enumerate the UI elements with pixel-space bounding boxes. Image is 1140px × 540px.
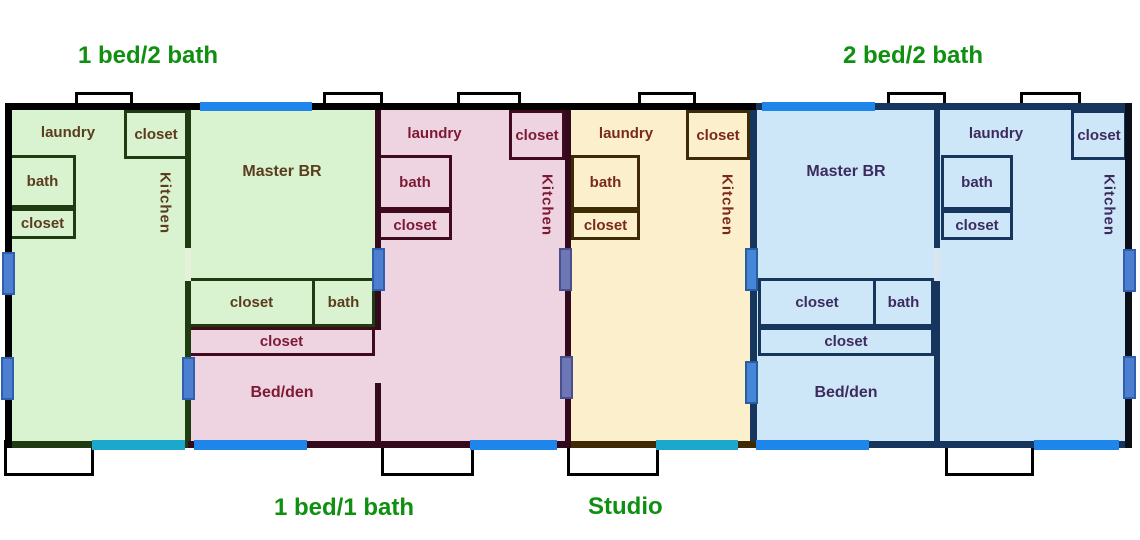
unit-studio-floor <box>571 110 756 441</box>
room-closet-mid-pink: closet <box>378 210 452 240</box>
green-kitchen-wall-upper <box>185 110 191 248</box>
top-wall <box>5 103 756 110</box>
unit-2bed2bath-floor <box>756 110 1132 441</box>
door-marker-studio-blue-lower <box>745 361 758 404</box>
room-closet-row-green: closet <box>229 294 274 311</box>
room-closet-strip-pink: closet <box>188 327 375 356</box>
room-label-kitchen-pink: Kitchen <box>538 173 556 236</box>
room-label-master-br-green: Master BR <box>242 163 322 180</box>
green-wall-opening <box>185 248 191 281</box>
door-marker-green-pink-wall <box>372 248 385 291</box>
door-marker-right-wall-upper <box>1123 249 1136 292</box>
window-marker-bottom-green <box>92 440 185 450</box>
pink-left-wall-mid <box>375 288 381 330</box>
unit-1bed2bath-floor-left <box>12 110 188 441</box>
unit-label-1bed1bath: 1 bed/1 bath <box>274 494 415 521</box>
room-label-bed-den-blue: Bed/den <box>814 384 878 401</box>
room-bath-green: bath <box>9 155 76 208</box>
pink-left-wall-lower <box>375 383 381 441</box>
door-marker-pink-studio-lower <box>560 356 573 399</box>
window-marker-bottom-blue-right <box>1034 440 1119 450</box>
unit-label-1bed2bath: 1 bed/2 bath <box>78 42 219 69</box>
window-marker-top-green <box>200 102 312 111</box>
unit-1bed1bath-floor-main <box>378 110 571 441</box>
top-wall-blue-unit <box>756 103 1132 110</box>
room-closet-row-blue: closet <box>795 294 839 311</box>
room-closet-mid-studio: closet <box>571 210 640 240</box>
window-marker-top-blue <box>762 102 875 111</box>
door-marker-left-wall-upper <box>2 252 15 295</box>
window-marker-bottom-pink <box>470 440 557 450</box>
row-divider-wall <box>873 281 876 324</box>
green-closet-bath-row: closet bath <box>188 278 375 327</box>
room-closet-mid-blue: closet <box>941 210 1013 240</box>
pink-left-wall-upper <box>375 110 381 250</box>
room-label-laundry-studio: laundry <box>598 124 654 142</box>
blue-closet-bath-row: closet bath <box>758 278 934 327</box>
room-closet-mid-green: closet <box>9 208 76 239</box>
room-label-laundry-blue: laundry <box>968 124 1024 142</box>
window-marker-bottom-studio <box>656 440 738 450</box>
blue-middle-wall-lower <box>934 281 940 441</box>
door-marker-pink-studio-upper <box>559 248 572 291</box>
room-closet-top-pink: closet <box>509 110 565 160</box>
room-closet-top-studio: closet <box>686 110 750 160</box>
unit-label-studio: Studio <box>588 493 663 520</box>
window-marker-bottom-bedden <box>194 440 307 450</box>
room-label-master-br-blue: Master BR <box>806 163 886 180</box>
bottom-wall-pink <box>188 441 571 448</box>
room-bath2-green: bath <box>327 294 360 311</box>
blue-middle-wall-upper <box>934 110 940 248</box>
window-marker-bottom-blue-left <box>756 440 869 450</box>
bottom-wall-blue <box>756 441 1132 448</box>
room-bath2-blue: bath <box>887 294 920 311</box>
unit-label-2bed2bath: 2 bed/2 bath <box>843 42 984 69</box>
room-label-bed-den-pink: Bed/den <box>250 384 314 401</box>
door-marker-left-wall-lower <box>1 357 14 400</box>
room-closet-top-green: closet <box>124 110 188 159</box>
blue-wall-opening <box>934 248 940 281</box>
door-marker-right-wall-lower <box>1123 356 1136 399</box>
door-marker-green-bedden-wall <box>182 357 195 400</box>
room-bath-blue: bath <box>941 155 1013 210</box>
room-closet-top-blue: closet <box>1071 110 1127 160</box>
door-marker-studio-blue-upper <box>745 248 758 291</box>
room-closet-strip-blue: closet <box>758 327 934 356</box>
row-divider-wall <box>312 281 315 324</box>
room-label-kitchen-blue: Kitchen <box>1100 173 1118 236</box>
room-label-laundry-green: laundry <box>40 123 96 141</box>
room-label-kitchen-green: Kitchen <box>156 171 174 234</box>
room-bath-studio: bath <box>571 155 640 210</box>
room-bath-pink: bath <box>378 155 452 210</box>
room-label-laundry-pink: laundry <box>407 124 462 142</box>
room-label-kitchen-studio: Kitchen <box>718 173 736 236</box>
unit-1bed2bath-floor-master <box>188 110 378 327</box>
